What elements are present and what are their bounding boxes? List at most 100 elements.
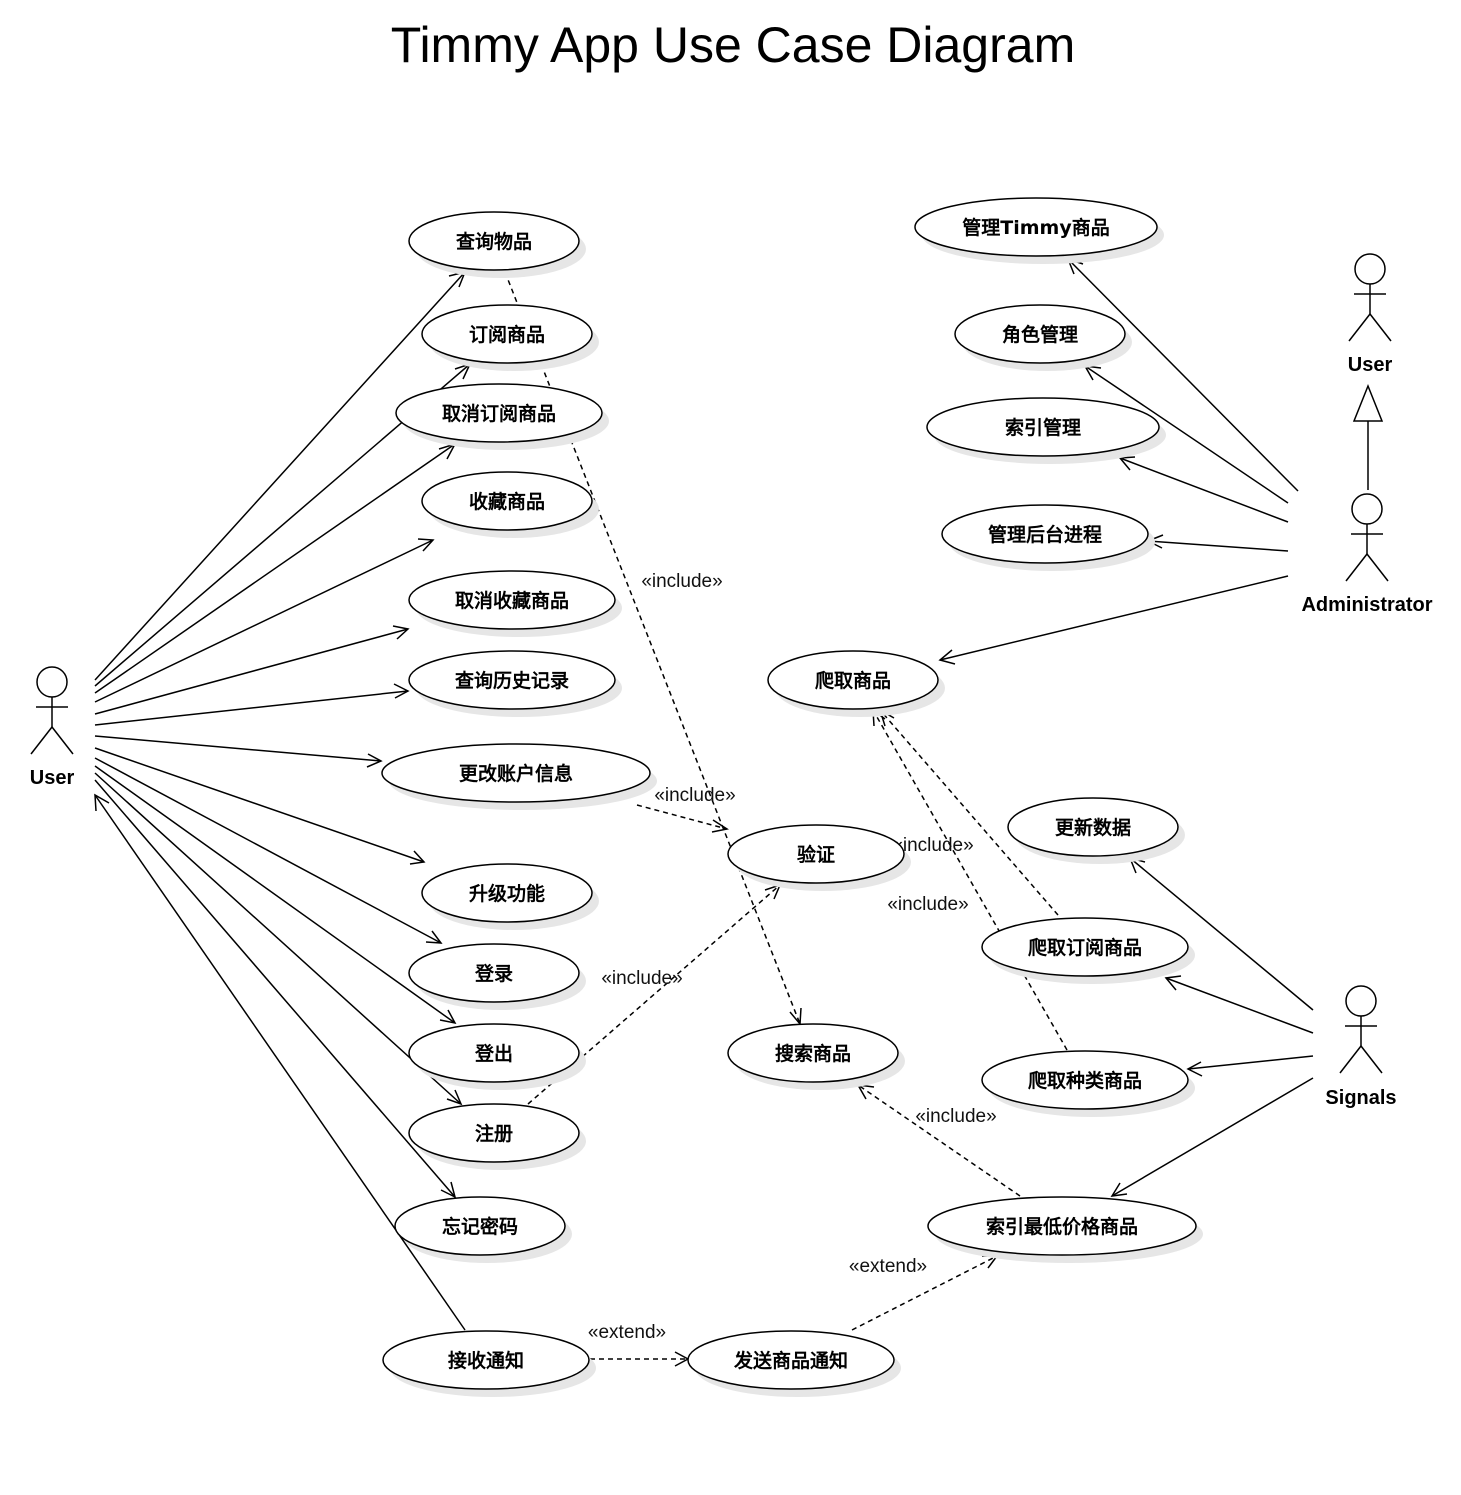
- assoc-user-forgot: [94, 779, 456, 1198]
- extend-send-lowest: [851, 1255, 998, 1331]
- label-extend: «extend»: [588, 1322, 666, 1343]
- use-case-change-account[interactable]: 更改账户信息: [381, 743, 657, 810]
- use-case-crawl-category[interactable]: 爬取种类商品: [981, 1050, 1195, 1117]
- include-crawlsub-crawl: [879, 709, 1059, 916]
- use-case-search-items[interactable]: 搜索商品: [727, 1023, 905, 1090]
- assoc-signals-crawl-cat: [1187, 1055, 1314, 1070]
- use-cases: 查询物品 订阅商品 取消订阅商品 收藏商品 取消收藏商品 查询历史记录: [381, 197, 1203, 1397]
- use-case-query-items[interactable]: 查询物品: [408, 211, 586, 278]
- assoc-user-query: [94, 271, 466, 681]
- label-include: «include»: [654, 785, 735, 806]
- label-include: «include»: [887, 894, 968, 915]
- use-case-label: 查询历史记录: [454, 669, 569, 692]
- use-case-unfavorite[interactable]: 取消收藏商品: [408, 570, 622, 637]
- assoc-user-upgrade: [94, 747, 425, 863]
- use-case-crawl-items[interactable]: 爬取商品: [767, 650, 945, 717]
- assoc-signals-index-lowest: [1111, 1077, 1314, 1197]
- use-case-label: 更改账户信息: [459, 762, 573, 785]
- use-case-register[interactable]: 注册: [408, 1103, 586, 1170]
- use-case-unsubscribe[interactable]: 取消订阅商品: [395, 383, 609, 450]
- use-case-update-data[interactable]: 更新数据: [1007, 797, 1185, 864]
- generalization-arrowhead: [1352, 383, 1384, 422]
- use-case-send-notify[interactable]: 发送商品通知: [687, 1330, 901, 1397]
- connectors: [94, 257, 1384, 1367]
- assoc-user-history: [94, 690, 409, 726]
- use-case-label: 接收通知: [448, 1349, 524, 1372]
- use-case-forgot-password[interactable]: 忘记密码: [394, 1196, 572, 1263]
- actor-administrator[interactable]: Administrator: [1301, 493, 1433, 616]
- use-case-label: 登出: [474, 1042, 513, 1065]
- use-case-login[interactable]: 登录: [408, 943, 586, 1010]
- use-case-favorite[interactable]: 收藏商品: [421, 471, 599, 538]
- label-include: «include»: [915, 1106, 996, 1127]
- use-case-verify[interactable]: 验证: [727, 824, 911, 891]
- use-case-label: 角色管理: [1002, 323, 1078, 346]
- use-case-label: 爬取种类商品: [1027, 1069, 1142, 1092]
- use-case-subscribe[interactable]: 订阅商品: [421, 304, 599, 371]
- use-case-label: 取消订阅商品: [442, 402, 556, 425]
- use-case-label: 查询物品: [455, 230, 532, 253]
- actor-signals[interactable]: Signals: [1325, 985, 1397, 1109]
- use-case-index-manage[interactable]: 索引管理: [926, 397, 1166, 464]
- use-case-label: 索引管理: [1005, 416, 1081, 439]
- assoc-signals-update: [1129, 857, 1314, 1011]
- use-case-label: 验证: [797, 843, 835, 866]
- use-case-label: 发送商品通知: [733, 1349, 848, 1372]
- label-extend: «extend»: [849, 1256, 927, 1277]
- actor-user-general[interactable]: User: [1348, 253, 1393, 376]
- use-case-backend-process[interactable]: 管理后台进程: [941, 504, 1155, 571]
- actor-label: User: [1348, 354, 1393, 376]
- assoc-user-unsubscribe: [94, 443, 456, 694]
- stick-figure-icon: [1348, 253, 1392, 342]
- assoc-user-favorite: [94, 539, 434, 703]
- assoc-admin-crawl: [939, 575, 1289, 661]
- use-case-label: 搜索商品: [775, 1042, 851, 1065]
- use-case-receive-notify[interactable]: 接收通知: [382, 1330, 596, 1397]
- assoc-admin-manage-timmy: [1067, 258, 1299, 492]
- assoc-user-unfavorite: [94, 628, 409, 715]
- assoc-user-login: [94, 757, 442, 944]
- use-case-label: 登录: [474, 962, 513, 985]
- use-case-label: 索引最低价格商品: [986, 1215, 1138, 1238]
- assoc-admin-backend: [1147, 540, 1289, 552]
- use-case-index-lowest[interactable]: 索引最低价格商品: [927, 1196, 1203, 1263]
- stick-figure-icon: [1345, 493, 1389, 582]
- use-case-label: 管理Timmy商品: [962, 216, 1109, 239]
- assoc-admin-role: [1084, 365, 1289, 504]
- label-include: «include»: [601, 968, 682, 989]
- use-case-label: 忘记密码: [442, 1215, 518, 1238]
- use-case-label: 更新数据: [1055, 816, 1131, 839]
- actor-user[interactable]: User: [30, 666, 75, 789]
- include-crawlcat-crawl: [872, 709, 1068, 1051]
- stick-figure-icon: [1339, 985, 1383, 1074]
- use-case-label: 收藏商品: [469, 490, 545, 513]
- stick-figure-icon: [30, 666, 74, 755]
- assoc-admin-index: [1119, 457, 1289, 523]
- use-case-label: 爬取订阅商品: [1027, 936, 1142, 959]
- include-change-verify: [636, 804, 728, 830]
- use-case-label: 爬取商品: [814, 669, 891, 692]
- use-case-label: 管理后台进程: [988, 523, 1102, 546]
- use-case-role-manage[interactable]: 角色管理: [954, 304, 1132, 371]
- use-case-history[interactable]: 查询历史记录: [408, 650, 622, 717]
- actor-label: User: [30, 767, 75, 789]
- assoc-user-change-account: [94, 735, 382, 762]
- stereotype-labels: «include» «include» «include» «include» …: [588, 571, 997, 1343]
- diagram-title: Timmy App Use Case Diagram: [391, 17, 1075, 73]
- use-case-label: 升级功能: [469, 882, 545, 905]
- actor-label: Signals: [1325, 1087, 1396, 1109]
- use-case-crawl-subscribed[interactable]: 爬取订阅商品: [981, 917, 1195, 984]
- assoc-user-register: [94, 772, 462, 1105]
- use-case-manage-timmy[interactable]: 管理Timmy商品: [914, 197, 1164, 264]
- label-include: «include»: [892, 835, 973, 856]
- include-lowest-search: [857, 1084, 1021, 1197]
- actor-label: Administrator: [1301, 594, 1432, 616]
- assoc-notify-user: [94, 794, 466, 1331]
- use-case-label: 订阅商品: [469, 323, 545, 346]
- assoc-signals-crawl-sub: [1165, 977, 1314, 1034]
- use-case-label: 取消收藏商品: [455, 589, 569, 612]
- use-case-logout[interactable]: 登出: [408, 1023, 586, 1090]
- label-include: «include»: [641, 571, 722, 592]
- use-case-upgrade[interactable]: 升级功能: [421, 863, 599, 930]
